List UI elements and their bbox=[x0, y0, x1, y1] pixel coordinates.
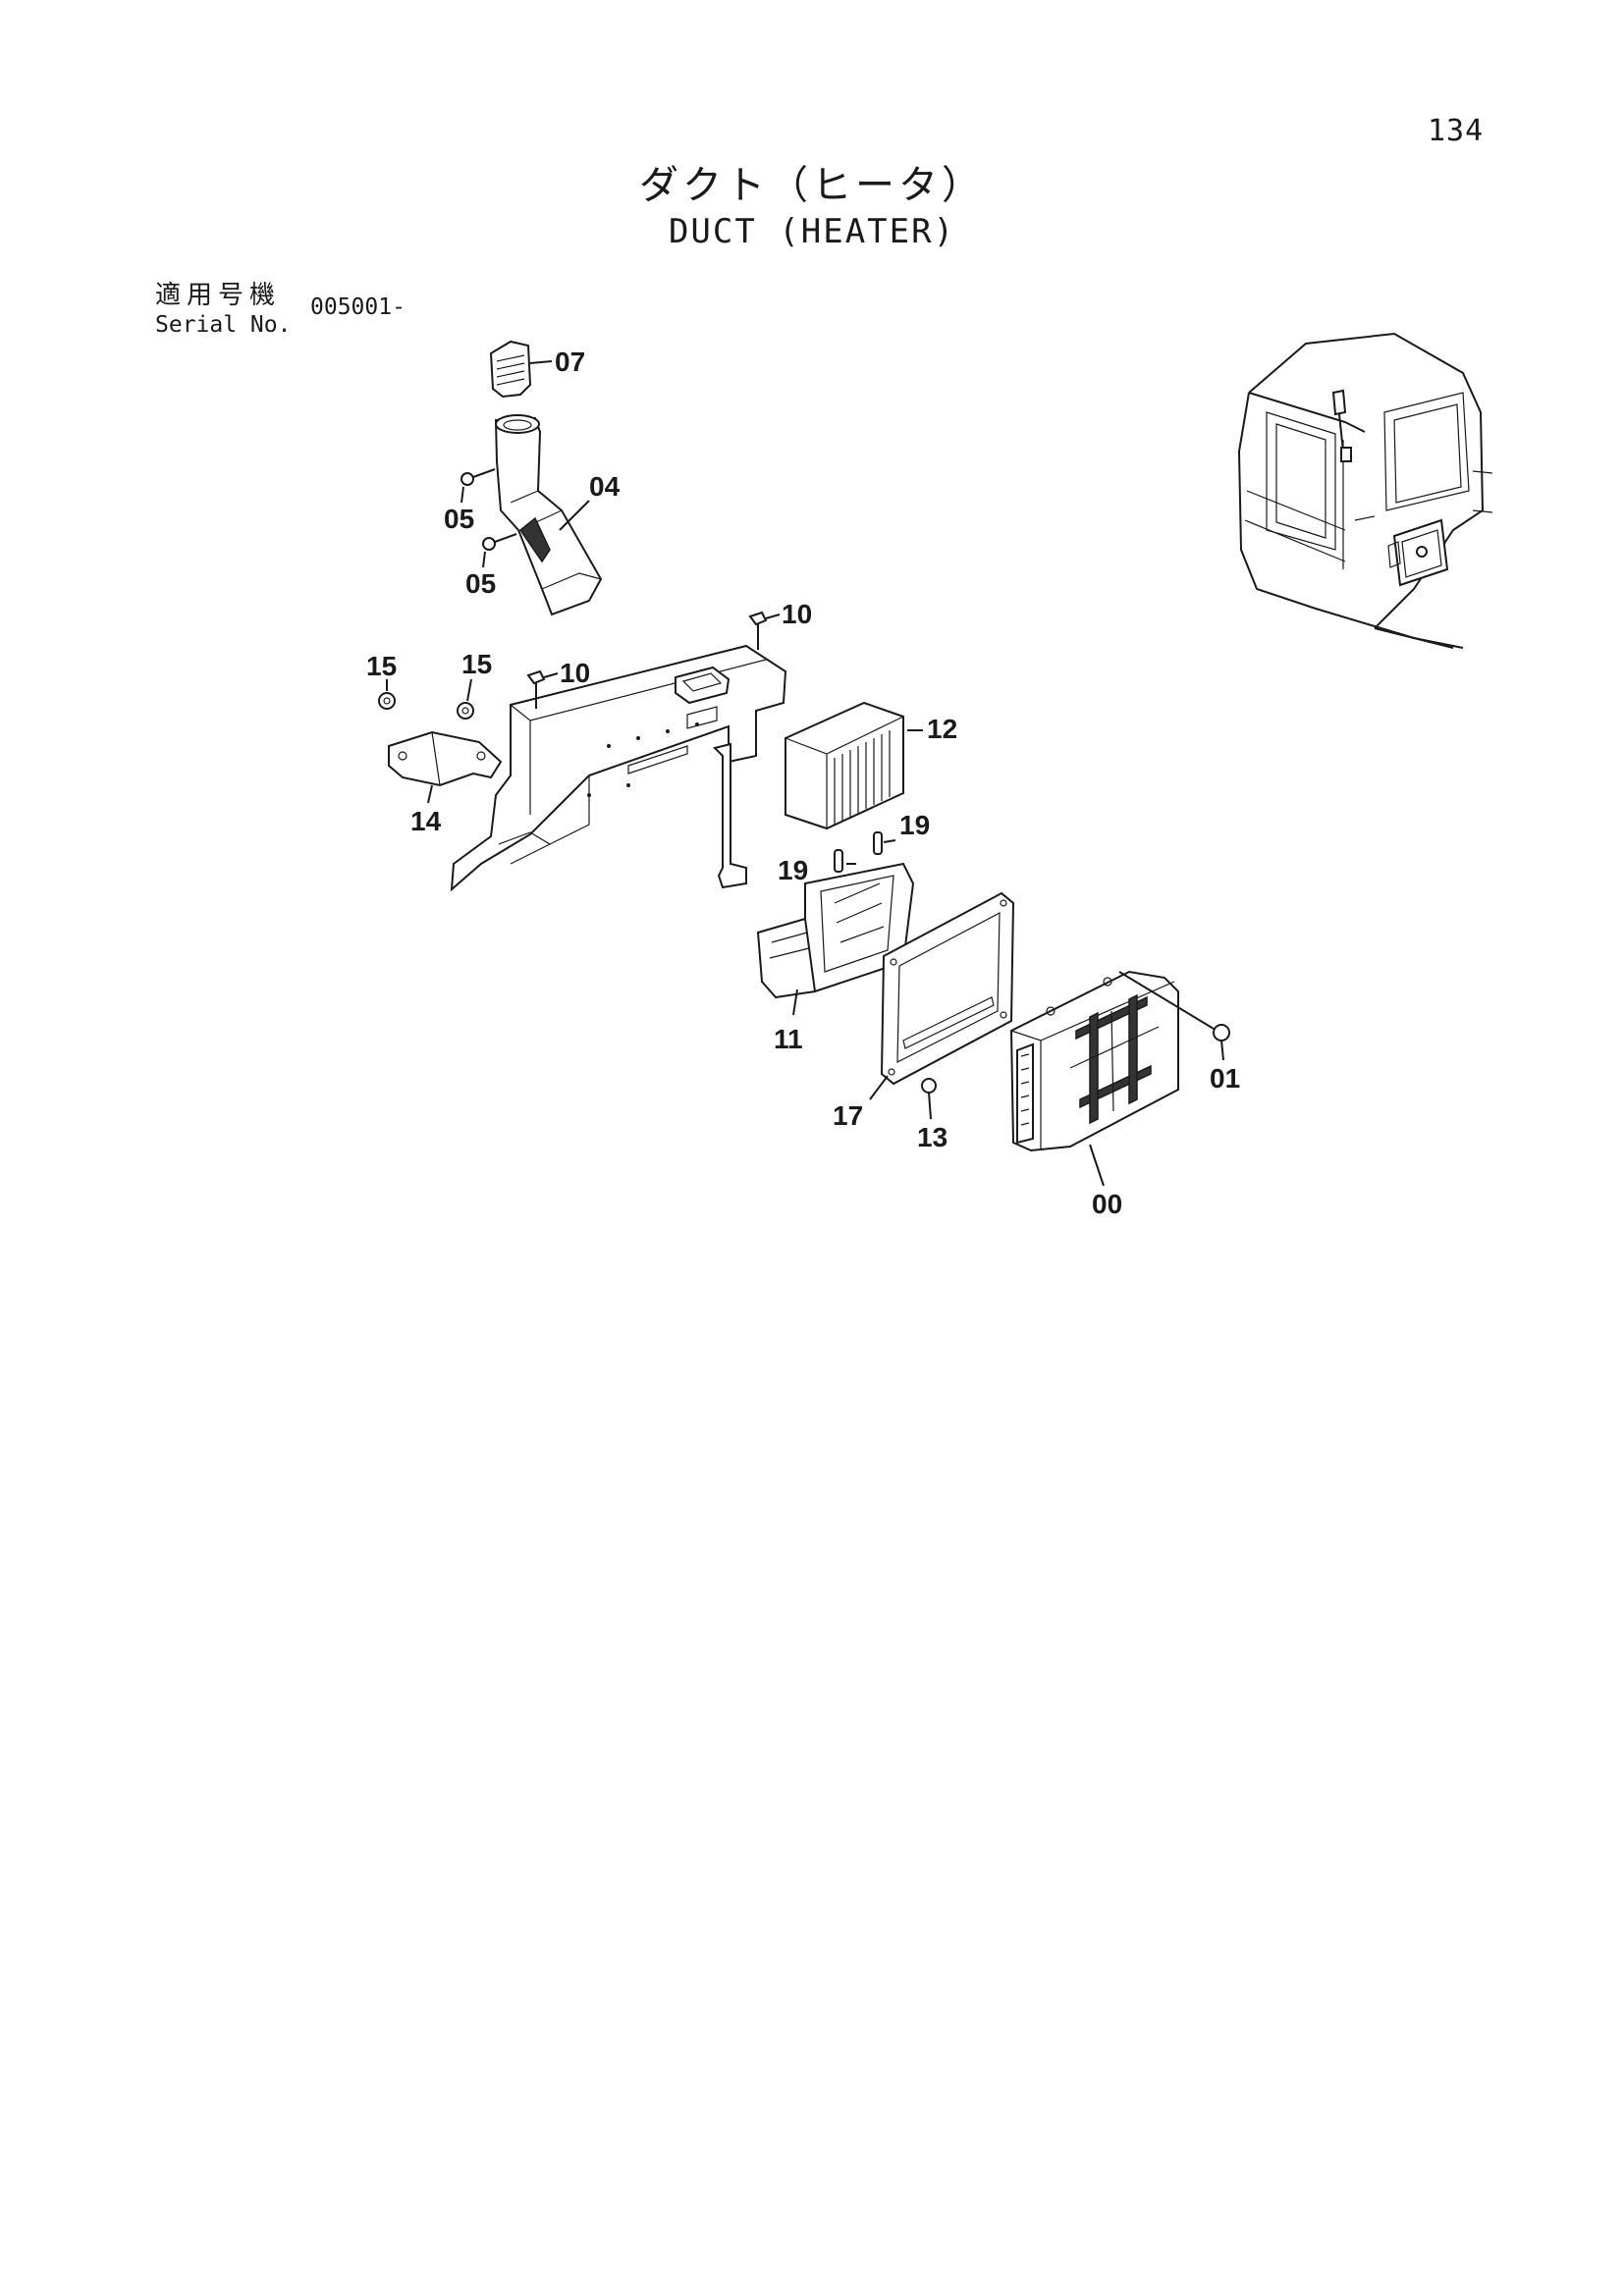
callout-15-left: 15 bbox=[366, 651, 397, 681]
part-07-nozzle bbox=[489, 340, 532, 399]
callout-15-right: 15 bbox=[461, 649, 492, 679]
page-number: 134 bbox=[1428, 114, 1485, 148]
callout-labels: 07 04 05 05 10 10 15 15 14 12 19 19 11 1… bbox=[366, 347, 1240, 1219]
part-10-bolts bbox=[526, 611, 781, 709]
main-duct-assembly bbox=[450, 644, 787, 892]
callout-05-lower: 05 bbox=[465, 568, 496, 599]
part-12-filter bbox=[785, 701, 923, 830]
page-title-english: DUCT (HEATER) bbox=[668, 212, 956, 251]
callout-19-left: 19 bbox=[778, 855, 808, 885]
callout-04: 04 bbox=[589, 471, 621, 502]
part-05-screws bbox=[460, 468, 517, 551]
callout-00: 00 bbox=[1092, 1189, 1122, 1219]
callout-01: 01 bbox=[1210, 1063, 1240, 1094]
callout-14: 14 bbox=[410, 806, 442, 836]
callout-11: 11 bbox=[774, 1024, 803, 1054]
part-00-heater-cover bbox=[1009, 970, 1179, 1187]
cab-location-thumbnail bbox=[1237, 332, 1493, 649]
callout-12: 12 bbox=[927, 714, 957, 744]
part-14-bracket bbox=[388, 730, 503, 804]
callout-05-upper: 05 bbox=[444, 504, 474, 534]
serial-label-japanese: 適用号機 bbox=[155, 281, 282, 310]
serial-number-value: 005001- bbox=[310, 294, 406, 320]
callout-19-right: 19 bbox=[899, 810, 930, 840]
part-17-gasket bbox=[869, 891, 1015, 1100]
callout-07: 07 bbox=[555, 347, 585, 377]
callout-10-right: 10 bbox=[782, 599, 812, 629]
callout-17: 17 bbox=[833, 1100, 863, 1131]
callout-10-left: 10 bbox=[560, 658, 590, 688]
part-01-screw bbox=[1118, 971, 1230, 1061]
part-04-upper-duct bbox=[494, 414, 603, 616]
part-13-screw bbox=[921, 1078, 937, 1120]
serial-label-english: Serial No. bbox=[155, 312, 292, 338]
part-19-pins bbox=[834, 831, 896, 873]
callout-13: 13 bbox=[917, 1122, 947, 1152]
page-title-japanese: ダクト（ヒータ） bbox=[639, 163, 985, 208]
part-15-bolts bbox=[378, 678, 474, 720]
